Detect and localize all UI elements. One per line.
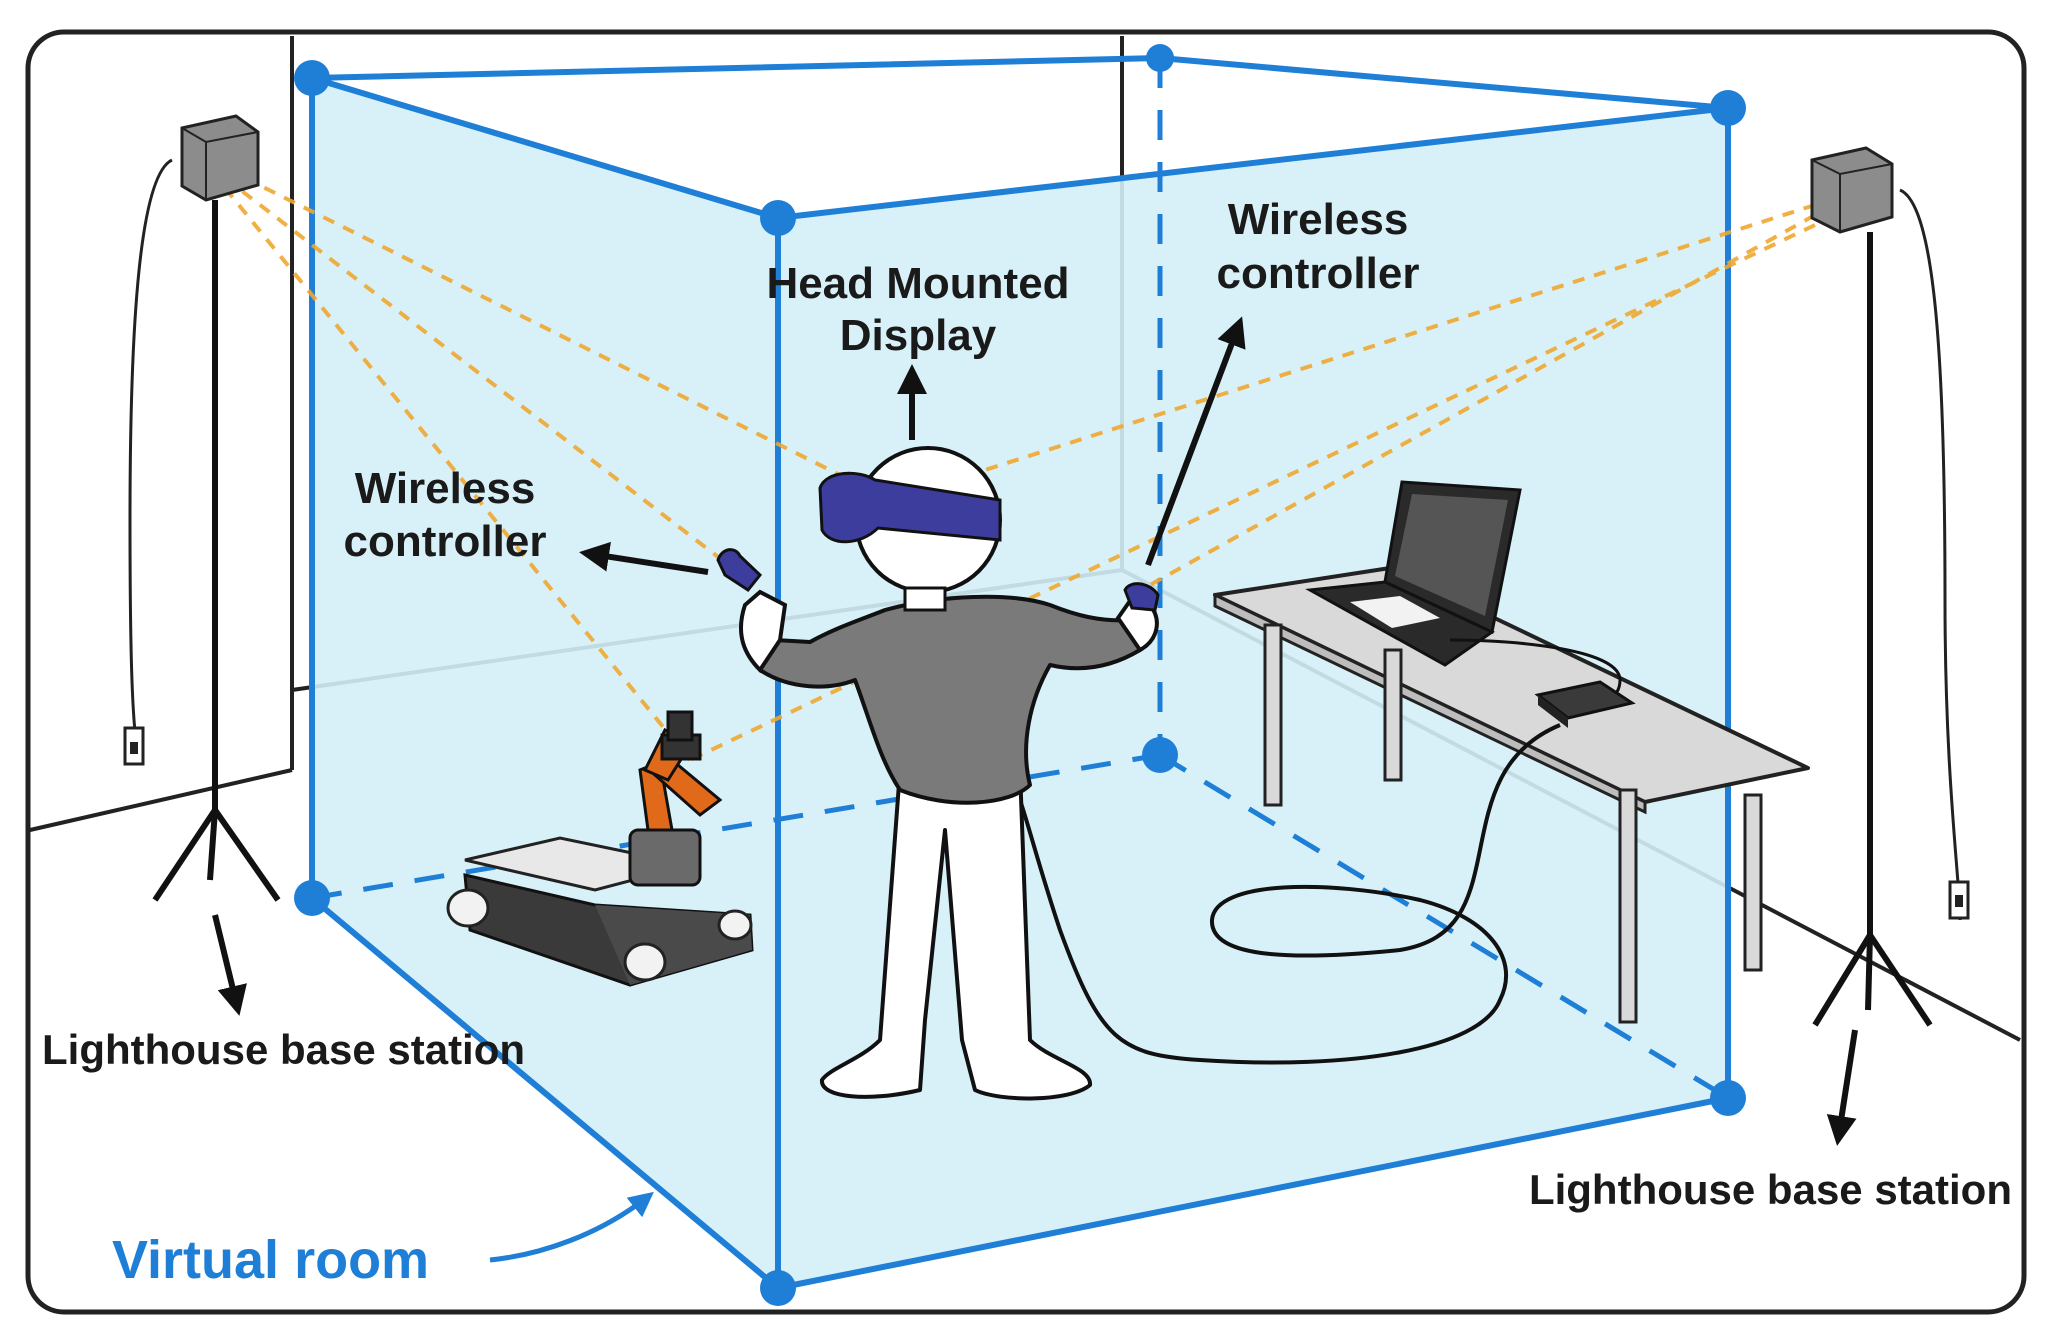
virtual-room-label: Virtual room — [112, 1230, 429, 1290]
link-box-icon — [1018, 638, 1636, 1065]
laptop-icon — [1305, 480, 1522, 667]
vr-user-icon — [716, 446, 1160, 1101]
controller-left-label-line1: Wireless — [355, 464, 536, 513]
controller-right-arrow — [1145, 316, 1246, 567]
controller-right-label-line1: Wireless — [1228, 195, 1409, 244]
virtual-room-arrow — [489, 1191, 654, 1263]
lighthouse-base-station-icon — [123, 114, 281, 902]
callout-arrows — [212, 316, 1858, 1146]
virtual-room-corners — [294, 44, 1746, 1306]
base-station-right-label: Lighthouse base station — [1529, 1166, 2012, 1213]
lighthouse-base-station-icon — [1810, 146, 1970, 1027]
base-station-left-arrow — [212, 914, 247, 1016]
virtual-room-left-face — [312, 78, 778, 1288]
base-station-right-arrow — [1826, 1029, 1858, 1146]
hmd-label-line1: Head Mounted — [766, 259, 1069, 308]
base-station-left-label: Lighthouse base station — [42, 1026, 525, 1073]
controller-right-label-line2: controller — [1217, 249, 1420, 298]
mobile-robot-arm-icon — [446, 710, 754, 987]
hmd-label-line2: Display — [840, 311, 997, 360]
table-icon — [1213, 566, 1810, 1024]
controller-left-arrow — [579, 541, 709, 575]
controller-left-label-line2: controller — [344, 517, 547, 566]
